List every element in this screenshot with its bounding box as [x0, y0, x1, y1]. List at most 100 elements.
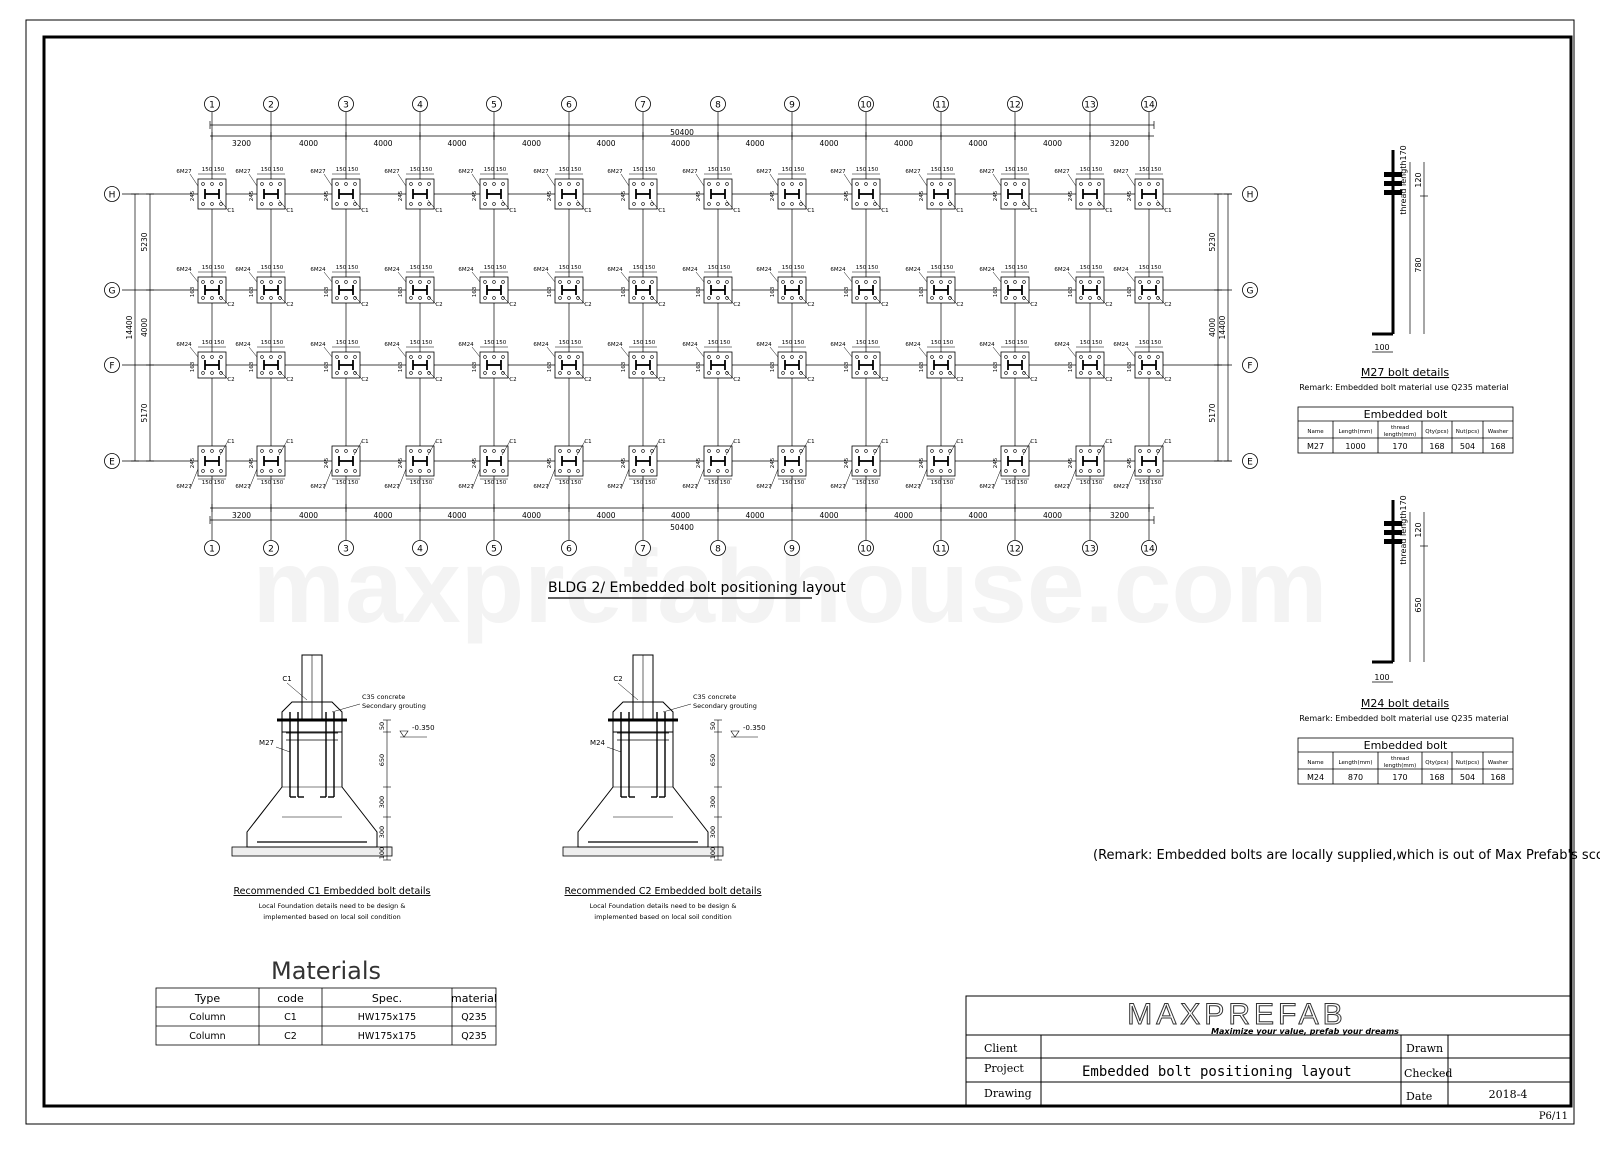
bolt-callout: 6M27 — [830, 484, 846, 490]
table-header: thread — [1391, 425, 1409, 431]
dim-150: 150 — [1080, 480, 1091, 486]
materials-cell: Q235 — [461, 1012, 487, 1023]
dim-150: 150 — [1080, 265, 1091, 271]
bolt-hole — [1147, 371, 1151, 375]
column-bubble-12 — [1007, 96, 1023, 112]
bolt-hole — [501, 280, 505, 284]
bolt-hole — [1097, 202, 1101, 206]
row-letter: G — [1247, 287, 1254, 297]
bolt-hole — [210, 182, 214, 186]
dim-150: 150 — [336, 265, 347, 271]
bolt-callout: 6M24 — [1113, 267, 1129, 273]
row-spacing-label: 4000 — [1208, 318, 1217, 337]
column-code: C1 — [807, 208, 814, 214]
leader — [323, 346, 333, 358]
leader — [1067, 346, 1077, 358]
bolt-hole — [1004, 296, 1008, 300]
side-dim: 163 — [696, 286, 702, 297]
column-code: C1 — [1164, 208, 1171, 214]
table-cell: 168 — [1429, 442, 1444, 451]
dim-150: 150 — [1151, 167, 1162, 173]
leader — [546, 468, 556, 490]
table-cell: 168 — [1429, 773, 1444, 782]
bolt-hole — [558, 355, 562, 359]
column-code: C1 — [227, 208, 234, 214]
bolt-hole — [1138, 182, 1142, 186]
bolt-plate — [197, 178, 227, 210]
foundation-dim: 300 — [709, 796, 717, 808]
bolt-hole — [1088, 449, 1092, 453]
leader — [501, 370, 511, 380]
column-number: 13 — [1084, 101, 1095, 111]
bolt-hole — [278, 296, 282, 300]
bolt-label: M27 — [259, 739, 274, 747]
dim-150: 150 — [422, 265, 433, 271]
bolt-hole — [716, 469, 720, 473]
bolt-callout: 6M27 — [235, 484, 251, 490]
side-dim: 163 — [1068, 286, 1074, 297]
dim-150: 150 — [856, 480, 867, 486]
spacing-label: 4000 — [299, 511, 318, 520]
leader — [992, 468, 1002, 490]
bolt-hole — [269, 280, 273, 284]
bolt-hole — [567, 469, 571, 473]
spacing-label: 4000 — [447, 511, 466, 520]
leader — [1126, 346, 1136, 358]
bolt-hole — [641, 202, 645, 206]
bolt-hole — [864, 182, 868, 186]
bolt-hole — [1013, 202, 1017, 206]
column-bubble-10 — [858, 96, 874, 112]
leader — [799, 440, 809, 456]
dim-150: 150 — [410, 340, 421, 346]
bolt-hole — [409, 202, 413, 206]
bolt-callout: 6M24 — [830, 267, 846, 273]
spacing-label: 4000 — [671, 511, 690, 520]
bolt-hole — [930, 449, 934, 453]
grouting-label: Secondary grouting — [362, 702, 426, 710]
bolt-hole — [707, 469, 711, 473]
dim-150: 150 — [202, 265, 213, 271]
bolt-hole — [1088, 355, 1092, 359]
materials-header: material — [451, 992, 497, 1005]
bolt-hole — [716, 355, 720, 359]
side-dim: 245 — [621, 457, 627, 468]
foundation-note: Local Foundation details need to be desi… — [590, 902, 737, 910]
bolt-callout: 6M27 — [905, 484, 921, 490]
bolt-callout: 6M27 — [384, 169, 400, 175]
dim-150: 150 — [943, 167, 954, 173]
side-dim: 163 — [621, 361, 627, 372]
bolt-hole — [632, 182, 636, 186]
dim-150: 150 — [496, 340, 507, 346]
client-label: Client — [984, 1042, 1018, 1055]
bolt-hole — [353, 280, 357, 284]
bolt-hole — [501, 202, 505, 206]
materials-cell: HW175x175 — [358, 1031, 416, 1042]
side-dim: 245 — [324, 190, 330, 201]
bolt-callout: 6M27 — [979, 169, 995, 175]
side-dim: 245 — [770, 190, 776, 201]
bolt-hole — [418, 469, 422, 473]
bolt-hole — [201, 355, 205, 359]
column-bubble-4 — [412, 540, 428, 556]
column-code: C1 — [658, 208, 665, 214]
leader — [331, 703, 361, 713]
side-dim: 163 — [1127, 286, 1133, 297]
dim-150: 150 — [261, 340, 272, 346]
column-number: 5 — [491, 545, 497, 555]
bolt-hole — [930, 371, 934, 375]
bolt-hole — [418, 202, 422, 206]
bolt-hole — [201, 371, 205, 375]
bolt-hole — [427, 182, 431, 186]
side-dim: 163 — [844, 361, 850, 372]
bolt-callout: 6M27 — [607, 169, 623, 175]
bolt-hole — [427, 469, 431, 473]
